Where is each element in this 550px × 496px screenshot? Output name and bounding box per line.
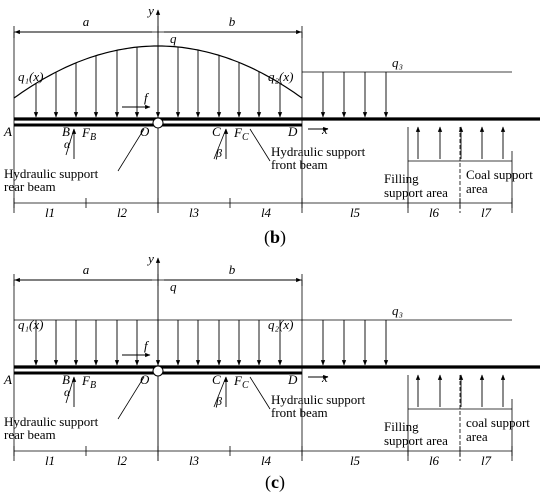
- caption-close: ): [279, 472, 285, 493]
- force-FC-incline: [213, 128, 227, 160]
- hinge-O: [152, 365, 164, 377]
- front-beam-label-1: Hydraulic support: [271, 144, 366, 159]
- force-FB-label: FB: [81, 373, 96, 391]
- segment-label-1: l1: [45, 205, 55, 220]
- caption-open: (: [264, 227, 270, 248]
- force-FC-incline: [213, 376, 227, 408]
- segment-label-2: l2: [117, 205, 128, 220]
- angle-beta: β: [215, 146, 222, 160]
- filling-label-1: Filling: [384, 419, 419, 434]
- friction-label: f: [144, 338, 150, 353]
- force-FC-label: FC: [233, 125, 249, 143]
- segment-label-3: l3: [189, 453, 200, 468]
- dim-label-a: a: [83, 262, 90, 277]
- point-C: C: [212, 124, 221, 139]
- point-O: O: [140, 372, 150, 387]
- force-FC-label-sub: C: [242, 380, 249, 391]
- force-FB-label: FB: [81, 125, 96, 143]
- angle-beta: β: [215, 394, 222, 408]
- load-label-q1: q₁(x): [18, 69, 43, 84]
- y-axis-label: y: [146, 3, 154, 18]
- load-label-q2: q₂(x): [268, 317, 293, 332]
- point-A: A: [3, 372, 12, 387]
- segment-label-6: l6: [429, 205, 440, 220]
- segment-label-7: l7: [481, 205, 492, 220]
- segment-label-4: l4: [261, 453, 272, 468]
- y-axis-label: y: [146, 251, 154, 266]
- point-C: C: [212, 372, 221, 387]
- segment-label-2: l2: [117, 453, 128, 468]
- force-FB-incline: [65, 128, 75, 156]
- segment-label-4: l4: [261, 205, 272, 220]
- point-D: D: [287, 372, 298, 387]
- load-label-q3: q₃: [392, 303, 403, 318]
- rear-beam-label-1: Hydraulic support: [4, 166, 99, 181]
- force-FB-label-sub: B: [90, 380, 96, 391]
- leader-rear: [117, 128, 145, 172]
- force-FC-label-sub: C: [242, 132, 249, 143]
- coal-label-2: area: [466, 429, 488, 444]
- leader-front: [249, 376, 271, 410]
- force-FC-label-main: F: [233, 125, 243, 140]
- segment-label-1: l1: [45, 453, 55, 468]
- x-axis-label: x: [321, 122, 328, 137]
- load-label-q3: q₃: [392, 55, 403, 70]
- front-beam-label-2: front beam: [271, 157, 328, 172]
- point-B: B: [62, 372, 70, 387]
- point-D: D: [287, 124, 298, 139]
- panel-caption: (c): [265, 472, 285, 493]
- hinge-O: [152, 117, 164, 129]
- coal-label-1: coal support: [466, 415, 530, 430]
- load-label-q: q: [170, 279, 177, 294]
- caption-letter: b: [270, 227, 280, 247]
- x-axis-label: x: [321, 370, 328, 385]
- front-beam-label-2: front beam: [271, 405, 328, 420]
- load-label-q1: q₁(x): [18, 317, 43, 332]
- angle-alpha: α: [64, 385, 71, 399]
- friction-label: f: [144, 90, 150, 105]
- dim-label-a: a: [83, 14, 90, 29]
- segment-label-3: l3: [189, 205, 200, 220]
- force-FB-label-main: F: [81, 125, 91, 140]
- load-label-q: q: [170, 31, 177, 46]
- rear-beam-label-1: Hydraulic support: [4, 414, 99, 429]
- dim-label-b: b: [229, 14, 236, 29]
- point-A: A: [3, 124, 12, 139]
- filling-label-2: support area: [384, 185, 448, 200]
- coal-label-2: area: [466, 181, 488, 196]
- filling-label-2: support area: [384, 433, 448, 448]
- segment-label-6: l6: [429, 453, 440, 468]
- force-FB-label-main: F: [81, 373, 91, 388]
- point-B: B: [62, 124, 70, 139]
- force-FC-label-main: F: [233, 373, 243, 388]
- point-O: O: [140, 124, 150, 139]
- rear-beam-label-2: rear beam: [4, 179, 56, 194]
- segment-label-7: l7: [481, 453, 492, 468]
- panel-caption: (b): [264, 227, 286, 248]
- leader-rear: [117, 376, 145, 420]
- filling-label-1: Filling: [384, 171, 419, 186]
- coal-label-1: Coal support: [466, 167, 533, 182]
- force-FC-label: FC: [233, 373, 249, 391]
- segment-label-5: l5: [350, 205, 361, 220]
- caption-letter: c: [271, 472, 279, 492]
- caption-open: (: [265, 472, 271, 493]
- load-label-q2: q₂(x): [268, 69, 293, 84]
- force-FB-incline: [65, 376, 75, 404]
- rear-beam-label-2: rear beam: [4, 427, 56, 442]
- dim-label-b: b: [229, 262, 236, 277]
- angle-alpha: α: [64, 137, 71, 151]
- leader-front: [249, 128, 271, 162]
- force-FB-label-sub: B: [90, 132, 96, 143]
- caption-close: ): [280, 227, 286, 248]
- segment-label-5: l5: [350, 453, 361, 468]
- front-beam-label-1: Hydraulic support: [271, 392, 366, 407]
